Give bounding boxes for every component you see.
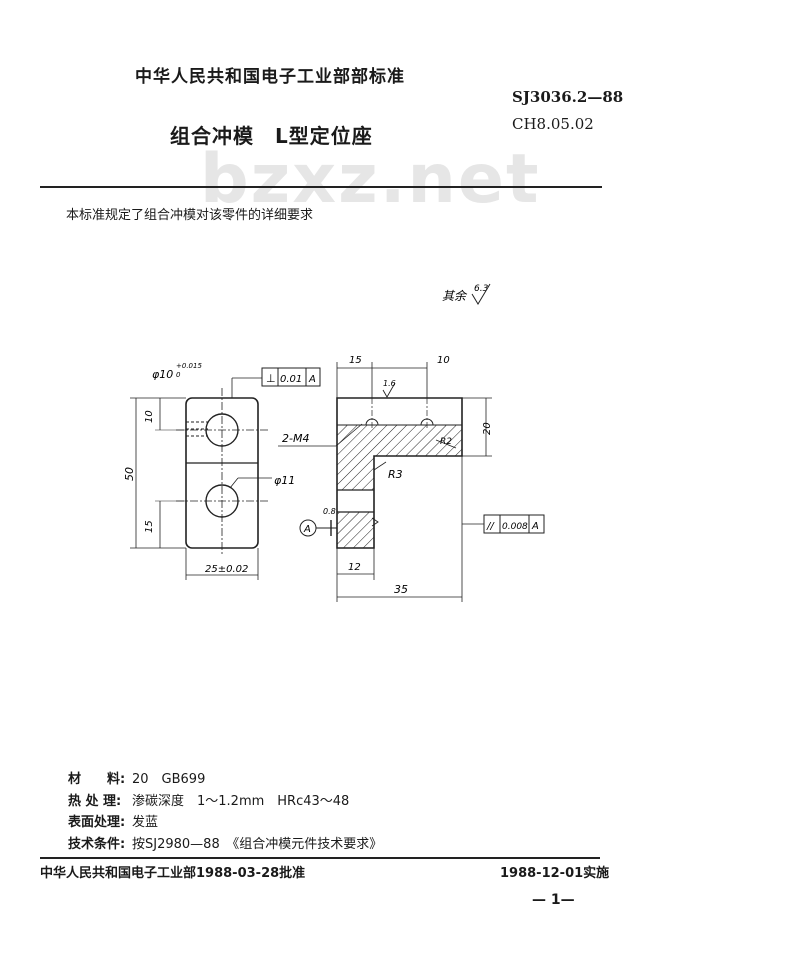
implementation-date: 1988-12-01实施 bbox=[500, 866, 610, 881]
hole-diameter: φ10 bbox=[152, 368, 173, 381]
header-rule bbox=[40, 186, 602, 188]
dim-12: 12 bbox=[348, 562, 361, 573]
parallelism-value: 0.008 bbox=[502, 522, 528, 532]
roughness-small: 1.6 bbox=[383, 379, 396, 388]
watermark: bzxz.net bbox=[200, 140, 541, 219]
perpendicularity-symbol: ⊥ bbox=[266, 372, 276, 385]
dim-20: 20 bbox=[482, 422, 493, 435]
page-number: — 1— bbox=[532, 892, 575, 908]
spec-value: 20 GB699 bbox=[132, 772, 206, 787]
issuing-organization: 中华人民共和国电子工业部部标准 bbox=[135, 67, 405, 87]
parallelism-symbol: // bbox=[486, 521, 495, 532]
hole-tolerance-lower: 0 bbox=[176, 371, 181, 379]
dim-top: 10 bbox=[144, 410, 155, 423]
roughness-icon bbox=[471, 283, 491, 305]
surface-value: 6.3 bbox=[474, 284, 489, 294]
section-view bbox=[278, 362, 545, 602]
spec-value: 按SJ2980—88 《组合冲模元件技术要求》 bbox=[132, 837, 383, 852]
footer-rule bbox=[40, 857, 600, 859]
spec-surface-treatment: 表面处理: 发蓝 bbox=[68, 811, 158, 830]
intro-text: 本标准规定了组合冲模对该零件的详细要求 bbox=[66, 208, 314, 223]
hole-tolerance-upper: +0.015 bbox=[176, 362, 202, 370]
spec-material: 材 料: 20 GB699 bbox=[68, 768, 205, 787]
spec-heat-treatment: 热 处 理: 渗碳深度 1～1.2mm HRc43～48 bbox=[68, 790, 349, 809]
dim-width: 25±0.02 bbox=[205, 564, 248, 575]
dim-10: 10 bbox=[437, 355, 450, 366]
standard-number: SJ3036.2—88 bbox=[512, 88, 624, 106]
dim-15: 15 bbox=[349, 355, 362, 366]
spec-technical-conditions: 技术条件: 按SJ2980—88 《组合冲模元件技术要求》 bbox=[68, 833, 382, 852]
roughness-08: 0.8 bbox=[323, 507, 336, 516]
thread-label: 2-M4 bbox=[282, 432, 309, 445]
radius-r3: R3 bbox=[388, 468, 403, 481]
spec-label: 热 处 理: bbox=[68, 794, 122, 809]
document-title: 组合冲模 L型定位座 bbox=[170, 124, 373, 148]
classification-number: CH8.05.02 bbox=[512, 115, 594, 133]
technical-drawing: 其余 6.3 ⊥ 0.01 bbox=[123, 283, 545, 602]
dim-bottom: 15 bbox=[144, 520, 155, 533]
hole-diameter-2: φ11 bbox=[274, 474, 295, 487]
dim-35: 35 bbox=[394, 583, 408, 596]
perpendicularity-value: 0.01 bbox=[280, 374, 302, 385]
front-view bbox=[130, 367, 321, 580]
dim-height: 50 bbox=[123, 467, 136, 481]
parallelism-datum: A bbox=[531, 521, 539, 532]
spec-value: 发蓝 bbox=[132, 815, 159, 830]
spec-label: 技术条件: bbox=[68, 837, 126, 852]
spec-label: 材 料: bbox=[68, 772, 126, 787]
perpendicularity-datum: A bbox=[308, 374, 316, 385]
spec-label: 表面处理: bbox=[68, 815, 126, 830]
approval-date: 中华人民共和国电子工业部1988-03-28批准 bbox=[40, 866, 306, 881]
radius-r2: R2 bbox=[440, 437, 452, 447]
surface-note: 其余 bbox=[442, 289, 468, 303]
datum-a: A bbox=[303, 524, 311, 535]
spec-value: 渗碳深度 1～1.2mm HRc43～48 bbox=[132, 794, 350, 809]
